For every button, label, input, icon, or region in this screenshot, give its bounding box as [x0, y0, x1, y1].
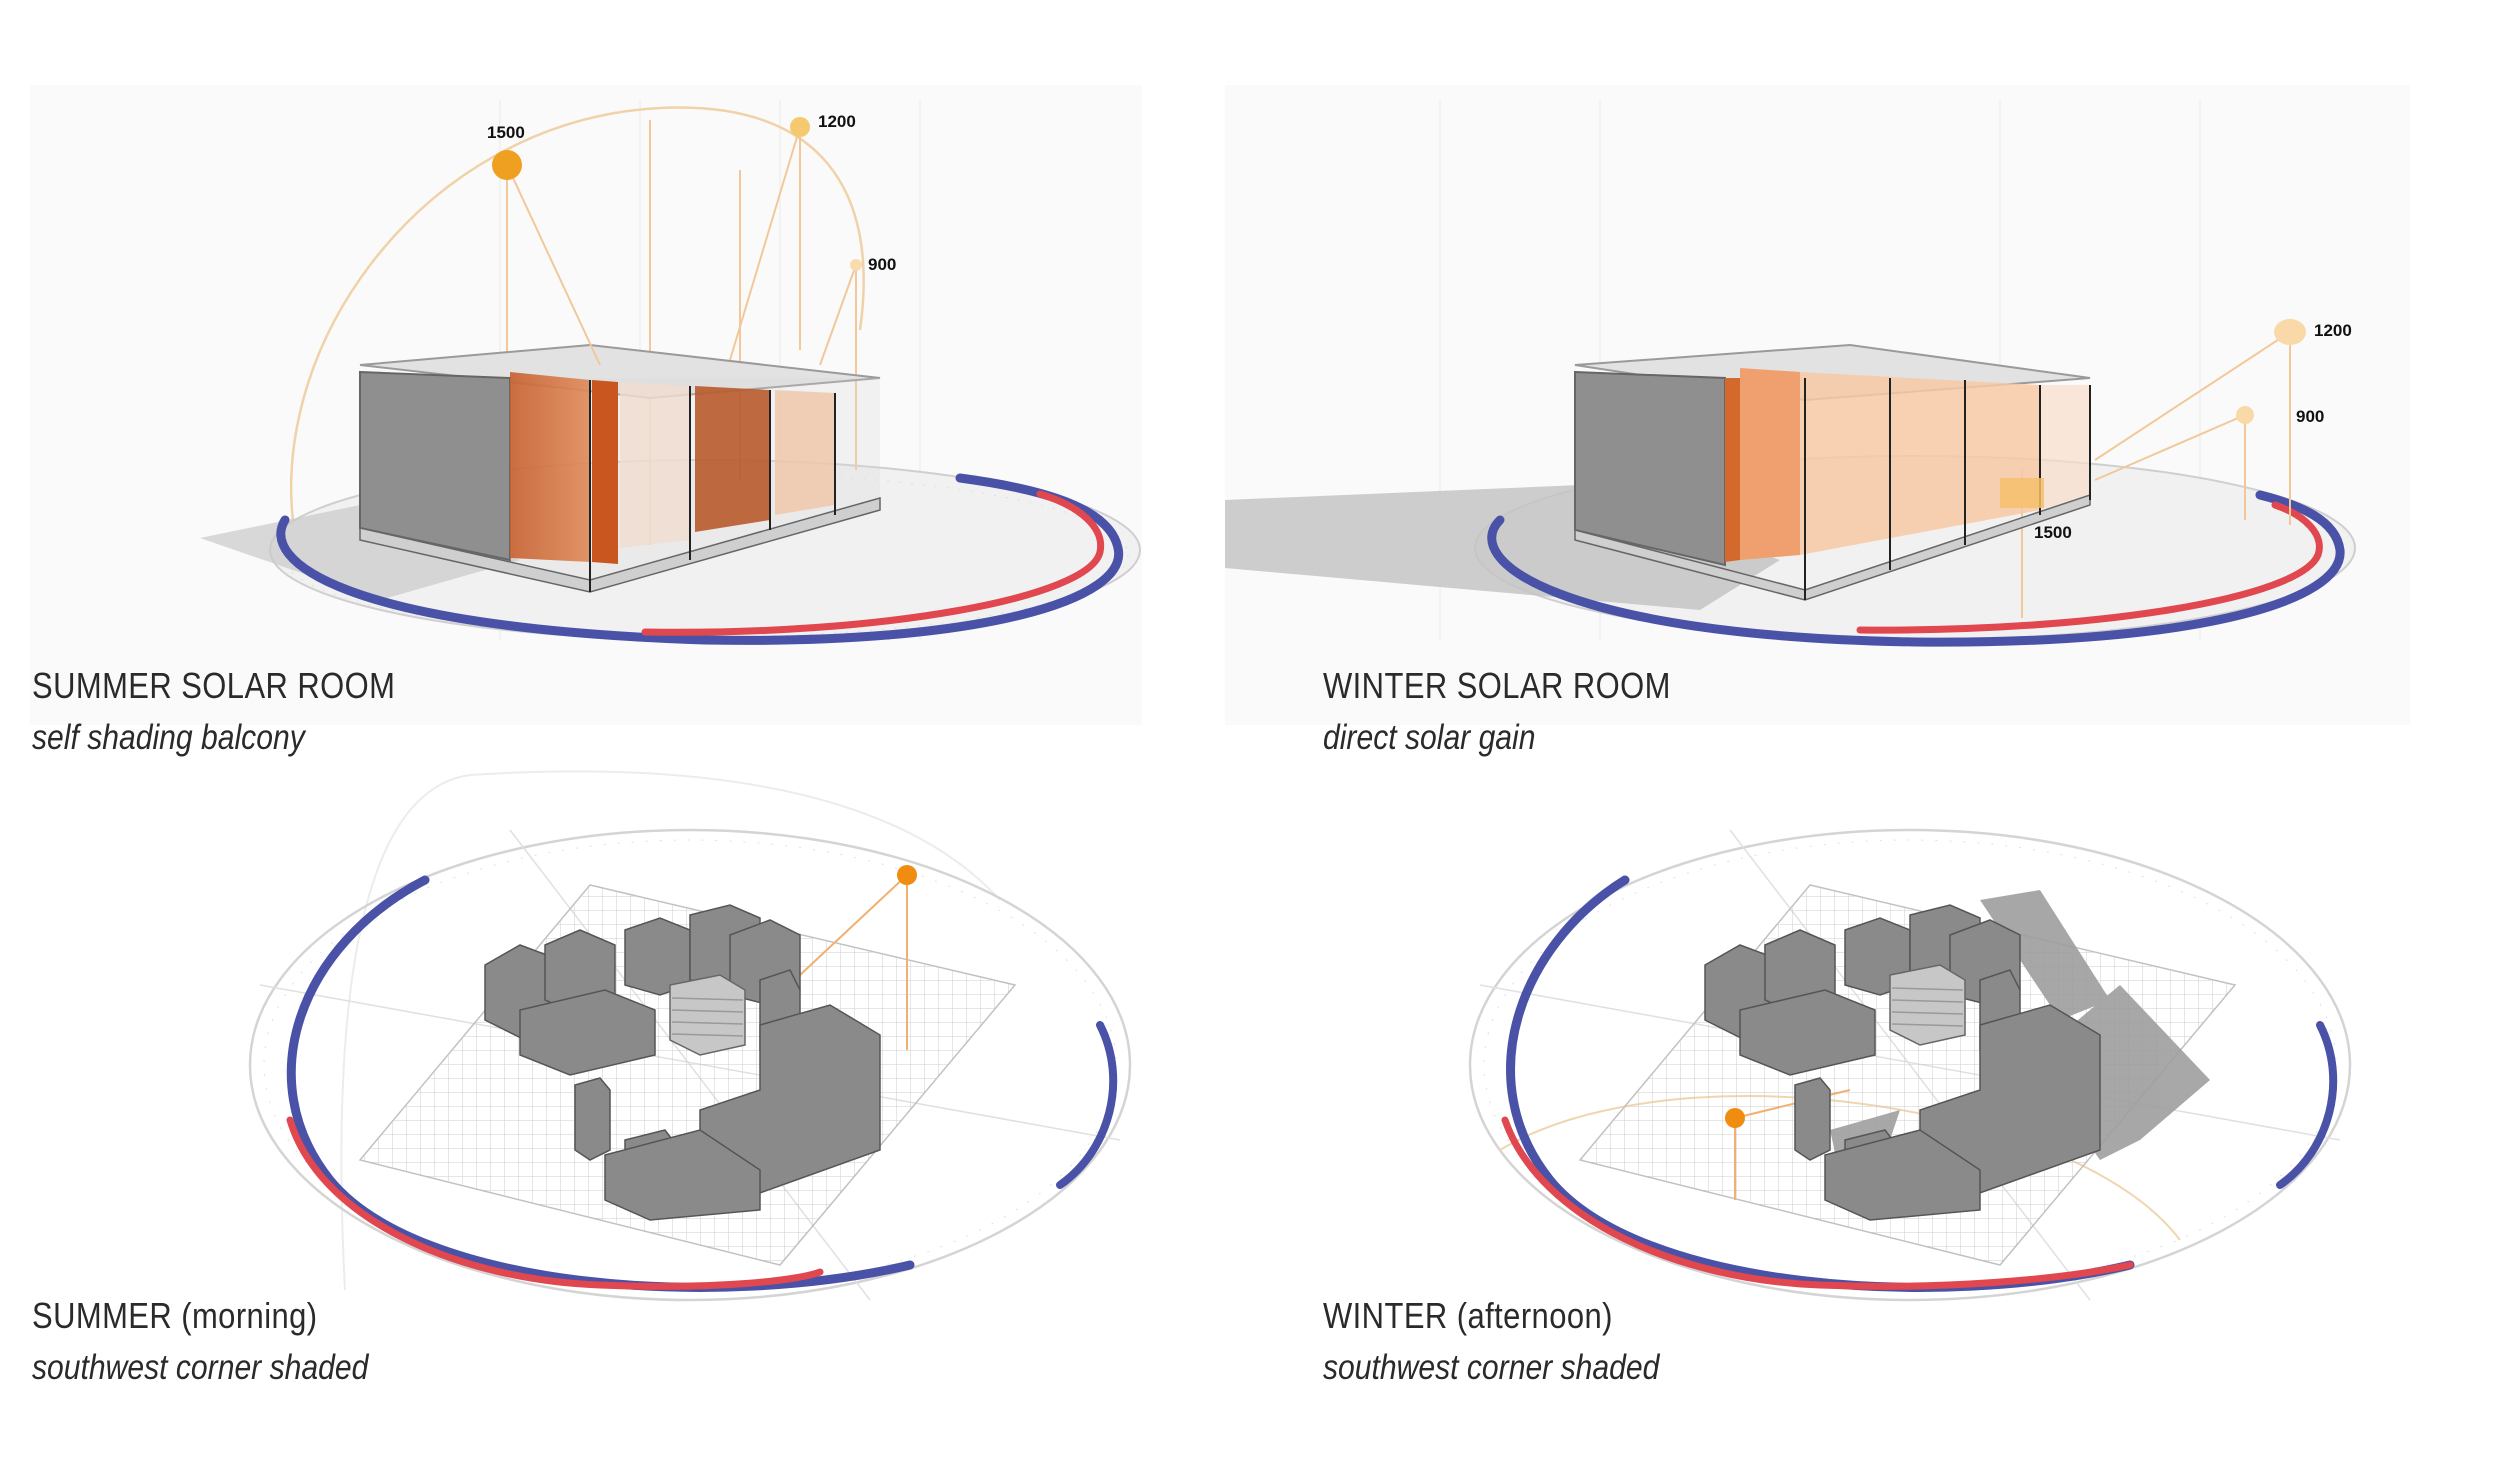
sun-label-1200: 1200: [818, 112, 856, 131]
sun-afternoon: [1725, 1108, 1745, 1128]
sun-1500: [2000, 478, 2044, 508]
sun-label-1500: 1500: [487, 123, 525, 142]
sun-rays: [2094, 331, 2291, 481]
sun-900: [850, 259, 862, 271]
panel-summer-morning: [248, 770, 1132, 1302]
building-blocks: [484, 904, 881, 1221]
ring-red: [286, 1116, 824, 1290]
solar-room-building: [1574, 343, 2091, 601]
sun-label-900: 900: [868, 255, 896, 274]
panel-title-summer-solar-room: SUMMER SOLAR ROOM: [32, 665, 396, 706]
sun-path-arc: [340, 770, 1001, 1291]
sun-900: [2236, 406, 2254, 424]
sun-morning: [897, 865, 917, 885]
sun-label-1500: 1500: [2034, 523, 2072, 542]
panel-winter-solar-room: 1200 900 1500: [1225, 85, 2410, 725]
panel-title-winter-solar-room: WINTER SOLAR ROOM: [1323, 665, 1671, 706]
panel-subtitle-summer-morning: southwest corner shaded: [32, 1348, 369, 1387]
sun-label-900: 900: [2296, 407, 2324, 426]
white-tower: [669, 974, 746, 1056]
building-blocks: [1704, 904, 2101, 1221]
sun-1500: [492, 150, 522, 180]
sun-1200: [2274, 319, 2306, 345]
panel-subtitle-summer-solar-room: self shading balcony: [32, 718, 305, 757]
sun-ray: [1734, 1089, 1851, 1200]
ring-red: [641, 490, 1105, 636]
ring-red: [1856, 501, 2323, 634]
panel-winter-afternoon: [1468, 828, 2352, 1302]
sun-1200: [790, 117, 810, 137]
ring-blue-east: [2276, 1021, 2338, 1189]
panel-subtitle-winter-afternoon: southwest corner shaded: [1323, 1348, 1660, 1387]
ring-red: [1501, 1116, 2134, 1290]
ring-blue: [276, 473, 1124, 645]
ring-blue: [1487, 490, 2345, 647]
panel-title-winter-afternoon: WINTER (afternoon): [1323, 1295, 1613, 1336]
ground-ring: [248, 828, 1132, 1302]
sun-ray: [799, 874, 908, 1050]
sun-path-arc: [290, 106, 865, 561]
ring-blue-east: [1056, 1021, 1118, 1189]
sun-rays: [506, 126, 857, 366]
panel-title-summer-morning: SUMMER (morning): [32, 1295, 318, 1336]
solar-room-building: [359, 343, 881, 593]
sun-label-1200: 1200: [2314, 321, 2352, 340]
panel-subtitle-winter-solar-room: direct solar gain: [1323, 718, 1536, 757]
white-tower: [1889, 964, 1966, 1046]
panel-summer-solar-room: 1500 1200 900: [30, 85, 1142, 725]
ground-ring: [1468, 828, 2352, 1302]
